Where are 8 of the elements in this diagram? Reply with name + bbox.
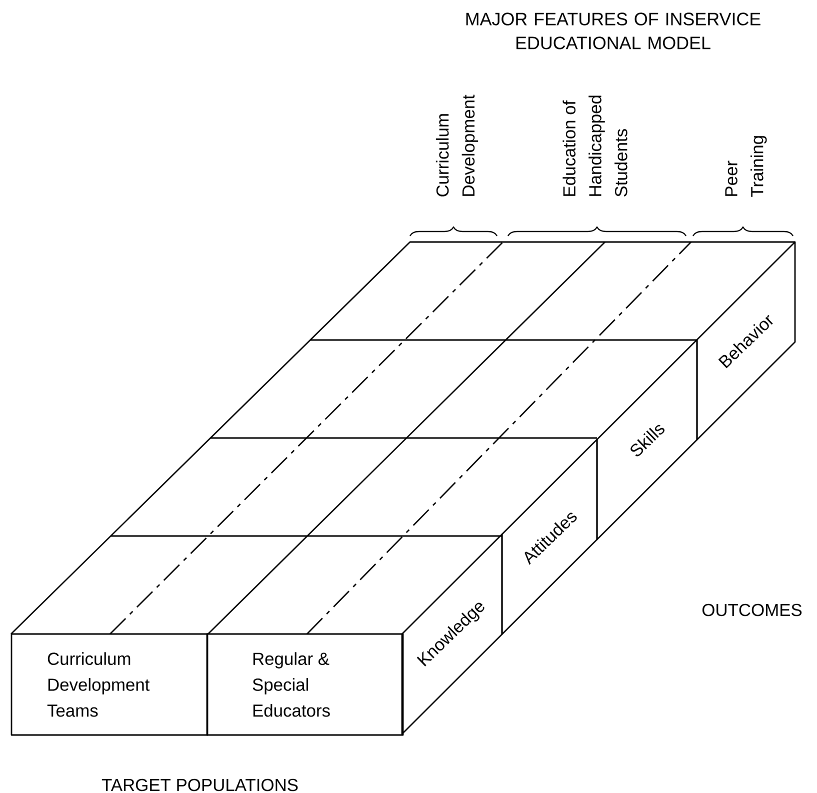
- axis-label: OUTCOMES: [702, 604, 802, 616]
- feature-label: Curriculum Development: [436, 94, 478, 196]
- feature-label: Peer Training: [725, 136, 767, 197]
- feature-label: Education of Handicapped Students: [562, 96, 628, 196]
- title: MAJOR FEATURES OF INSERVICE EDUCATIONAL MODEL: [466, 12, 760, 50]
- front-face-cell: Regular & Special Educators: [206, 633, 404, 736]
- front-face-cell: Curriculum Development Teams: [10, 633, 208, 736]
- axis-label: TARGET POPULATIONS: [102, 778, 298, 792]
